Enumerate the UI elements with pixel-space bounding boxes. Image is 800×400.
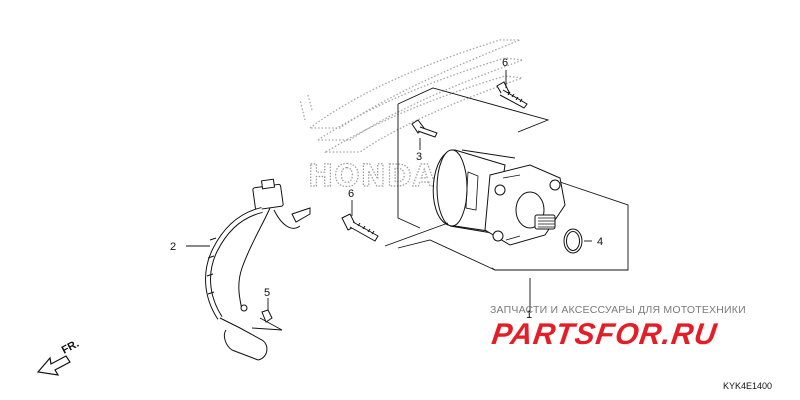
front-direction-arrow: FR. — [36, 338, 81, 376]
callout-6-top: 6 — [502, 57, 508, 69]
assembly-boundary — [397, 87, 629, 271]
bolt-small — [411, 119, 438, 138]
bolt-top — [496, 81, 528, 109]
callout-1: 1 — [526, 309, 532, 321]
honda-watermark-text: HONDA — [308, 159, 437, 194]
callout-3: 3 — [416, 151, 422, 163]
diagram-code: KYK4E1400 — [722, 381, 772, 391]
shop-logo: PARTSFOR.RU — [489, 318, 720, 351]
callout-6-left: 6 — [348, 188, 354, 200]
wire-harness — [205, 178, 311, 361]
callout-5: 5 — [264, 287, 270, 299]
o-ring — [563, 228, 583, 254]
callout-2: 2 — [170, 241, 176, 253]
front-direction-label: FR. — [60, 338, 81, 357]
bolt-left — [341, 213, 379, 242]
bolt-harness — [261, 309, 273, 323]
callout-4: 4 — [597, 236, 603, 248]
shop-tagline: ЗАПЧАСТИ И АКСЕССУАРЫ ДЛЯ МОТОТЕХНИКИ — [490, 304, 746, 316]
leader-lines — [186, 70, 592, 331]
honda-wing-watermark — [299, 39, 524, 153]
starter-motor — [432, 149, 566, 246]
